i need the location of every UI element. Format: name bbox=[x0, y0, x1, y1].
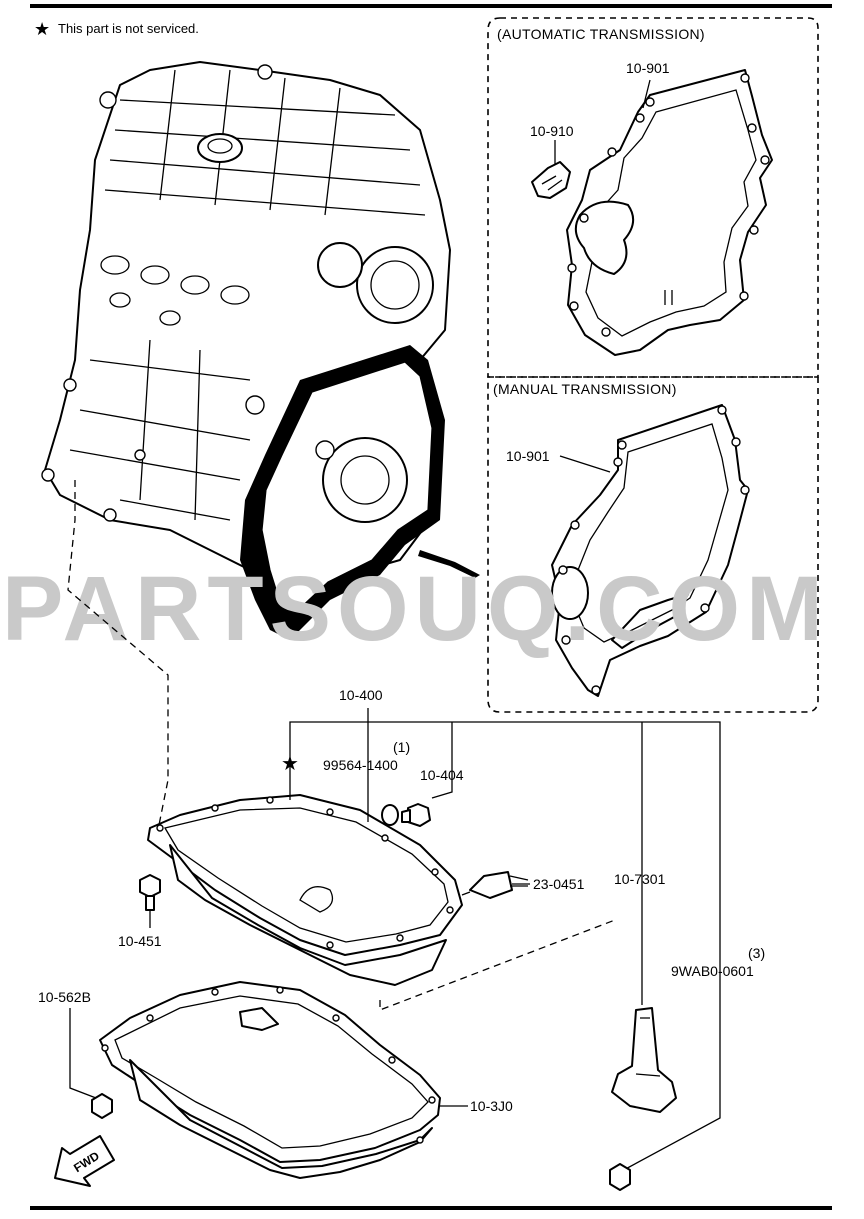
engine-assembly bbox=[41, 61, 480, 640]
upper-bolt-label: 10-451 bbox=[118, 933, 162, 949]
not-serviced-star-icon: ★ bbox=[281, 753, 299, 775]
lower-oil-pan-10-3j0 bbox=[99, 981, 441, 1179]
oil-strainer-10-7301 bbox=[611, 1007, 677, 1113]
manual-transmission-heading: (MANUAL TRANSMISSION) bbox=[493, 381, 677, 397]
strainer-bolt bbox=[609, 1163, 631, 1191]
lower-pan-bolt-10-562b bbox=[91, 1093, 113, 1119]
automatic-transmission-section: (AUTOMATIC TRANSMISSION) 10-901 10-910 bbox=[487, 17, 819, 378]
pan-install-line bbox=[379, 919, 616, 1011]
strainer-bolt-qty: (3) bbox=[748, 945, 765, 961]
bolt-install-line bbox=[67, 480, 169, 846]
not-serviced-note: This part is not serviced. bbox=[58, 21, 199, 36]
upper-oil-pan bbox=[147, 794, 463, 986]
bottom-border bbox=[30, 1206, 832, 1210]
manual-transmission-section: (MANUAL TRANSMISSION) 10-901 bbox=[487, 376, 819, 713]
star-icon: ★ bbox=[34, 19, 50, 39]
plug-part-label: 99564-1400 bbox=[323, 757, 398, 773]
sensor-label: 23-0451 bbox=[533, 876, 585, 892]
top-border bbox=[30, 4, 832, 8]
upper-pan-bolt-10-451 bbox=[139, 874, 161, 898]
drain-plug-10-404 bbox=[407, 803, 431, 827]
fwd-arrow-icon: FWD bbox=[54, 1135, 115, 1187]
strainer-bolt-part: 9WAB0-0601 bbox=[671, 963, 754, 979]
plug-qty-label: (1) bbox=[393, 739, 410, 755]
drain-plug-label: 10-404 bbox=[420, 767, 464, 783]
at-gasket-label: 10-901 bbox=[626, 60, 670, 76]
lower-pan-label: 10-3J0 bbox=[470, 1098, 513, 1114]
at-clip-10-910 bbox=[531, 161, 571, 199]
pan-set-label: 10-400 bbox=[339, 687, 383, 703]
mt-gasket-10-901 bbox=[551, 404, 749, 697]
strainer-label: 10-7301 bbox=[614, 871, 666, 887]
oil-level-sensor-23-0451 bbox=[469, 871, 513, 899]
lower-bolt-label: 10-562B bbox=[38, 989, 91, 1005]
automatic-transmission-heading: (AUTOMATIC TRANSMISSION) bbox=[497, 26, 705, 42]
at-clip-label: 10-910 bbox=[530, 123, 574, 139]
mt-gasket-label: 10-901 bbox=[506, 448, 550, 464]
at-gasket-10-901 bbox=[566, 69, 773, 356]
watermark: PARTSOUQ.COM bbox=[2, 558, 829, 660]
drain-plug-gasket bbox=[381, 804, 399, 826]
